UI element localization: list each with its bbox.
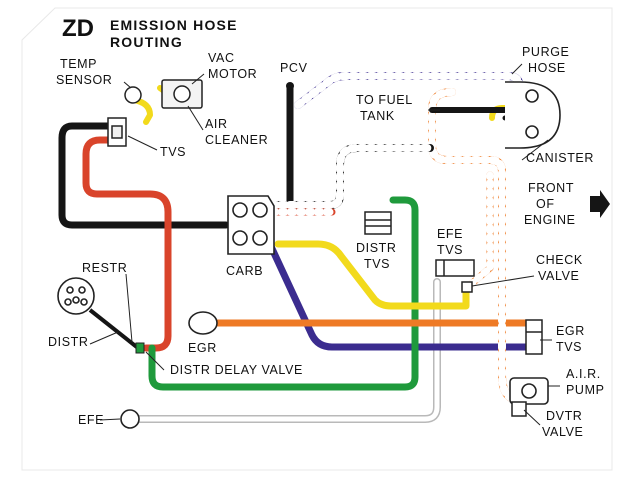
- restrictor-icon: [135, 342, 145, 354]
- efe-valve-icon: [120, 409, 140, 429]
- tvs-icon: [107, 117, 127, 147]
- pcv-icon: [286, 82, 294, 90]
- label-carb: CARB: [226, 264, 263, 278]
- label-efe-tvs-1: EFE: [437, 227, 463, 241]
- hose-orange-dashed: [428, 88, 524, 404]
- efe-tvs-icon: [435, 259, 475, 277]
- label-efe-tvs-2: TVS: [437, 243, 463, 257]
- carb-icon: [227, 195, 275, 255]
- label-tvs: TVS: [160, 145, 186, 159]
- label-distr-delay-valve: DISTR DELAY VALVE: [170, 363, 303, 377]
- title-line-2: ROUTING: [110, 34, 183, 50]
- hose-purple: [264, 236, 534, 351]
- hose-green: [148, 196, 419, 391]
- label-purge-hose-1: PURGE: [522, 45, 569, 59]
- label-temp-sensor-2: SENSOR: [56, 73, 112, 87]
- temp-sensor-icon: [124, 86, 142, 104]
- label-check-valve-2: VALVE: [538, 269, 579, 283]
- check-valve-icon: [461, 281, 473, 293]
- label-efe: EFE: [78, 413, 104, 427]
- label-air-pump-2: PUMP: [566, 383, 605, 397]
- label-egr: EGR: [188, 341, 217, 355]
- label-to-fuel-tank-2: TANK: [360, 109, 395, 123]
- dvtr-valve-icon: [511, 401, 527, 417]
- label-check-valve-1: CHECK: [536, 253, 583, 267]
- leader-lines: [89, 63, 560, 426]
- vac-motor-icon: [161, 79, 203, 109]
- label-air-cleaner-2: CLEANER: [205, 133, 268, 147]
- distr-tvs-icon: [364, 211, 392, 235]
- label-vac-motor-1: VAC: [208, 51, 235, 65]
- label-egr-tvs-2: TVS: [556, 340, 582, 354]
- label-purge-hose-2: HOSE: [528, 61, 566, 75]
- label-air-pump-1: A.I.R.: [566, 367, 601, 381]
- label-canister: CANISTER: [526, 151, 594, 165]
- canister-icon: [505, 81, 561, 149]
- label-air-cleaner-1: AIR: [205, 117, 228, 131]
- label-temp-sensor-1: TEMP: [60, 57, 97, 71]
- label-to-fuel-tank-1: TO FUEL: [356, 93, 413, 107]
- label-front-of-engine-2: OF: [536, 197, 555, 211]
- label-vac-motor-2: MOTOR: [208, 67, 257, 81]
- air-pump-icon: [509, 377, 549, 405]
- label-pcv: PCV: [280, 61, 308, 75]
- label-distr-tvs-1: DISTR: [356, 241, 397, 255]
- hose-orange-dashed-2: [466, 171, 494, 289]
- title-line-1: EMISSION HOSE: [110, 17, 238, 33]
- label-dvtr-valve-2: VALVE: [542, 425, 583, 439]
- title-code: ZD: [62, 15, 94, 42]
- label-distr: DISTR: [48, 335, 89, 349]
- hose-black-tvs: [58, 122, 230, 229]
- egr-tvs-icon: [525, 319, 543, 355]
- label-egr-tvs-1: EGR: [556, 324, 585, 338]
- hose-yellow: [274, 240, 470, 310]
- label-front-of-engine-1: FRONT: [528, 181, 574, 195]
- hose-gray-efe: [136, 278, 441, 423]
- label-front-of-engine-3: ENGINE: [524, 213, 576, 227]
- label-distr-tvs-2: TVS: [364, 257, 390, 271]
- label-card: [21, 7, 613, 471]
- arrow-right-icon: [590, 190, 610, 218]
- label-dvtr-valve-1: DVTR: [546, 409, 582, 423]
- label-restr: RESTR: [82, 261, 127, 275]
- hose-black-dashed: [268, 144, 434, 209]
- egr-valve-icon: [188, 311, 218, 335]
- hose-red: [82, 136, 172, 352]
- distributor-icon: [57, 277, 140, 350]
